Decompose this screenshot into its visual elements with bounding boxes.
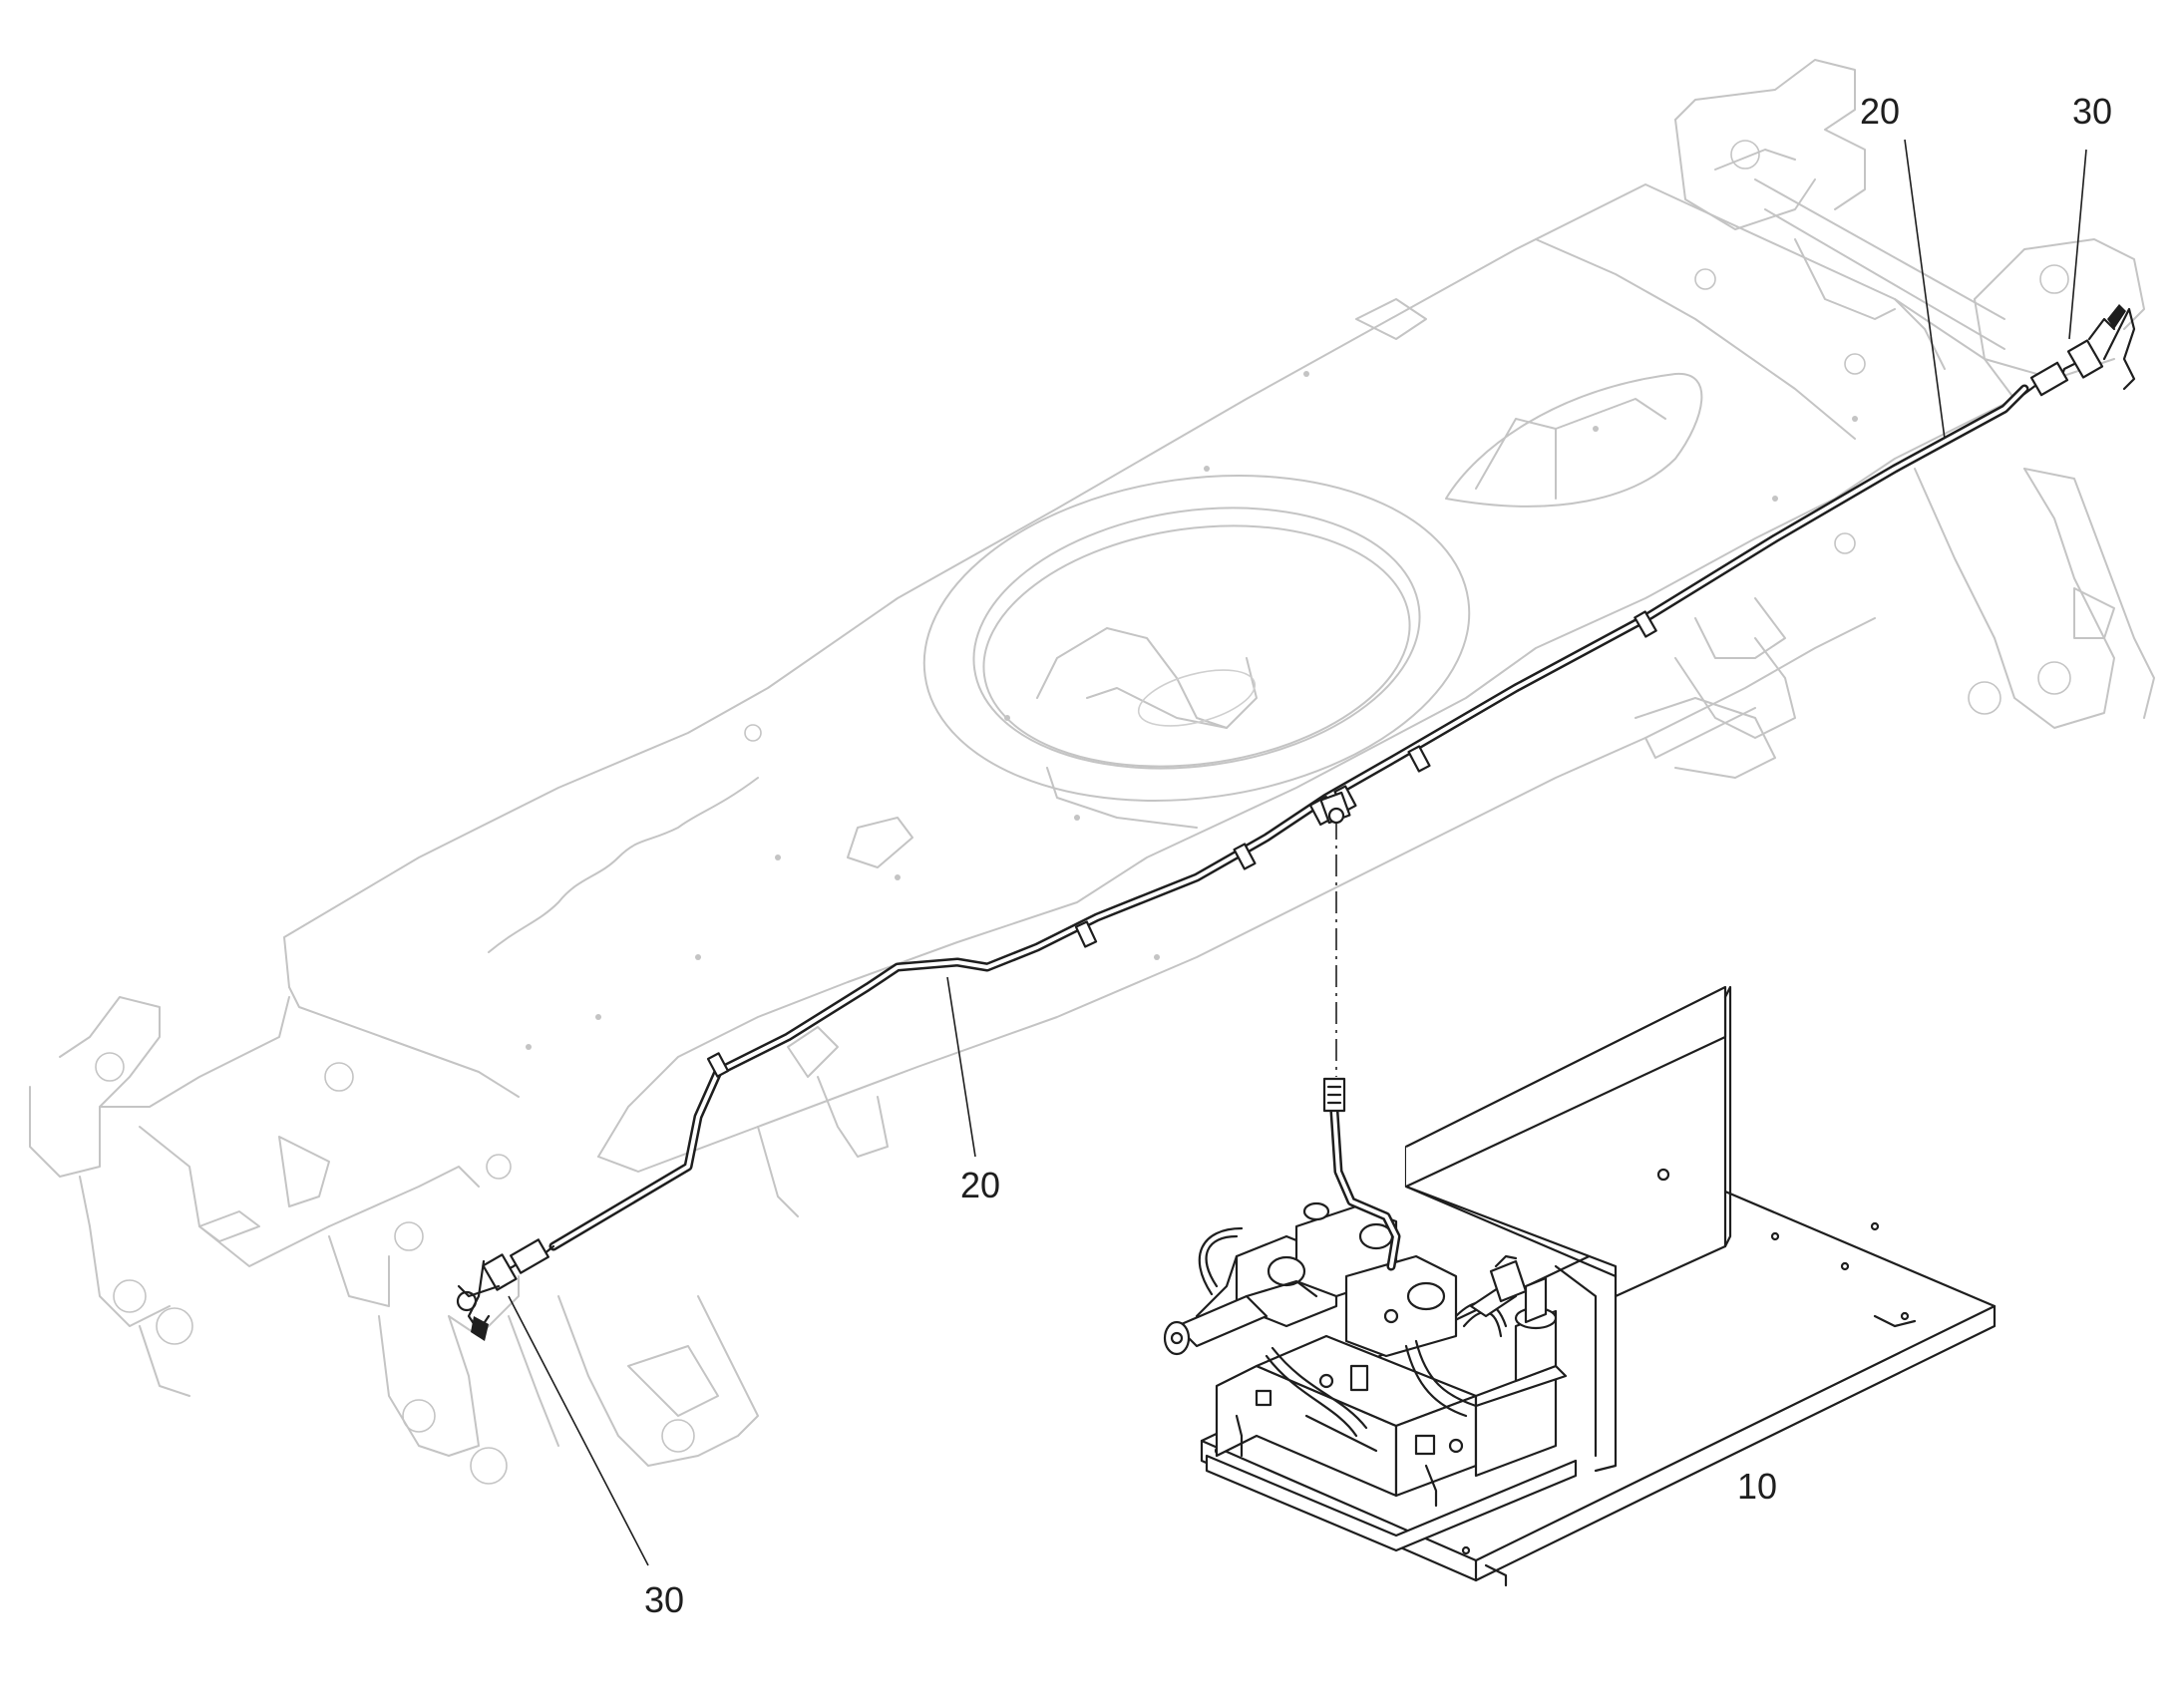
callout-30-top: 30 xyxy=(2072,91,2112,132)
fitting-part-30-top xyxy=(2022,304,2136,397)
callout-20-mid: 20 xyxy=(960,1165,1000,1205)
callout-30-bottom: 30 xyxy=(644,1579,684,1620)
pipe-line-part-20 xyxy=(548,384,2029,1251)
callout-leaders xyxy=(508,139,2087,1566)
tee-fitting xyxy=(1319,791,1351,825)
callout-10: 10 xyxy=(1737,1466,1777,1507)
callout-20-top: 20 xyxy=(1860,91,1900,132)
fitting-part-30-bottom xyxy=(456,1238,555,1341)
pipe-clamps xyxy=(706,610,1657,1078)
hydraulic-unit-part-10 xyxy=(1163,985,1997,1587)
